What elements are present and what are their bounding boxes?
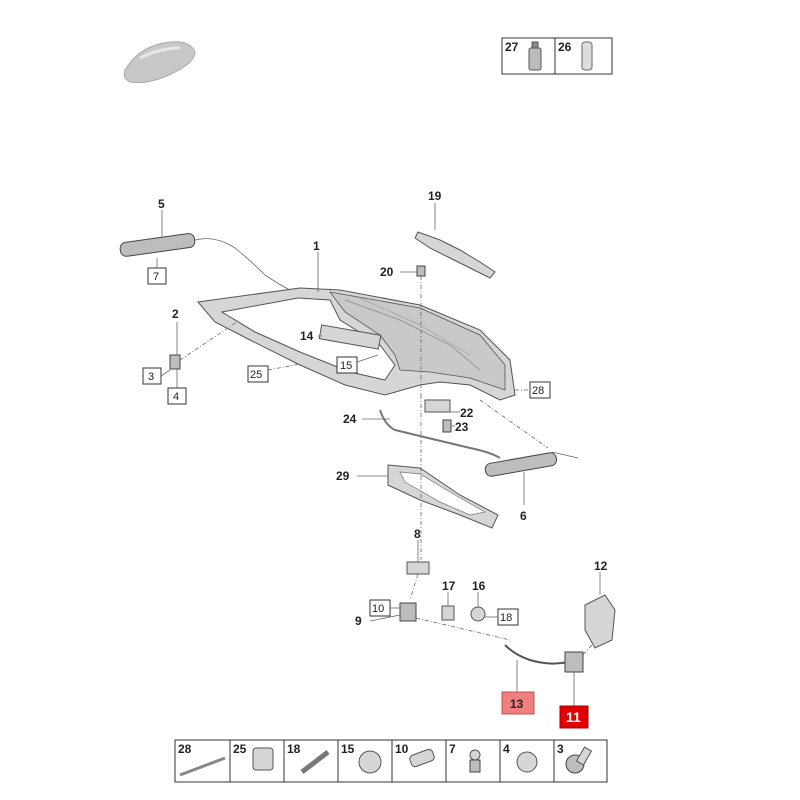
legend-3-bolt-icon (565, 746, 593, 774)
callout-20: 20 (380, 265, 394, 279)
part-2-hinge[interactable] (169, 354, 181, 370)
part-11-actuator[interactable] (564, 651, 584, 673)
callout-3: 3 (148, 371, 154, 383)
part-6-strut[interactable] (484, 451, 579, 477)
legend-25-clip-icon (252, 747, 274, 771)
callout-4: 4 (173, 391, 179, 403)
legend-15-label: 15 (341, 742, 355, 756)
tube-icon (581, 41, 593, 71)
callout-25: 25 (250, 369, 262, 381)
callout-8: 8 (414, 527, 421, 541)
legend-4-label: 4 (503, 742, 510, 756)
callout-22: 22 (460, 406, 474, 420)
callout-29: 29 (336, 469, 350, 483)
legend-18-bolt-icon (300, 750, 330, 774)
legend-15-nut-icon (358, 750, 382, 774)
part-29-pad[interactable] (387, 464, 499, 529)
callout-9: 9 (355, 614, 362, 628)
legend-7-label: 7 (449, 742, 456, 756)
callout-12: 12 (594, 559, 608, 573)
bottom-legend: 28 25 18 15 10 7 4 3 (174, 739, 608, 783)
callout-7: 7 (153, 271, 159, 283)
callout-16: 16 (472, 579, 486, 593)
part-24-seal[interactable] (379, 409, 501, 459)
part-16-nut[interactable] (470, 606, 486, 622)
legend-7-pin-icon (469, 749, 481, 773)
legend-4-washer-icon (516, 751, 538, 773)
part-8-bracket[interactable] (406, 561, 430, 575)
part-5-strut[interactable] (119, 233, 291, 291)
callout-19: 19 (428, 189, 442, 203)
callout-1: 1 (313, 239, 320, 253)
callout-11: 11 (566, 709, 581, 725)
spray-can-icon (528, 41, 542, 71)
callout-11-highlight (559, 705, 589, 729)
callout-5: 5 (158, 197, 165, 211)
callout-23: 23 (455, 420, 469, 434)
callout-10: 10 (372, 603, 384, 615)
legend-28-strip-icon (179, 756, 226, 777)
car-thumbnail-icon[interactable] (123, 41, 196, 83)
part-12-control-unit[interactable] (584, 594, 616, 649)
legend-10-screw-icon (409, 748, 435, 768)
legend-18-label: 18 (287, 742, 301, 756)
callout-14: 14 (300, 329, 314, 343)
part-20-clip[interactable] (416, 265, 426, 277)
legend-3-label: 3 (557, 742, 564, 756)
callout-6: 6 (520, 509, 527, 523)
callout-15: 15 (340, 360, 352, 372)
legend-item-26-label: 26 (558, 40, 572, 54)
callout-13: 13 (510, 697, 524, 711)
top-legend: 27 26 (501, 37, 613, 75)
legend-10-label: 10 (395, 742, 409, 756)
callout-17: 17 (442, 579, 456, 593)
legend-item-27-label: 27 (505, 40, 519, 54)
part-17-grommet[interactable] (441, 605, 455, 621)
legend-25-label: 25 (233, 742, 247, 756)
callout-24: 24 (343, 412, 357, 426)
part-14-striker[interactable] (318, 324, 382, 350)
part-13-cable[interactable] (504, 644, 569, 665)
callout-18: 18 (500, 612, 512, 624)
callout-2: 2 (172, 307, 179, 321)
callout-28: 28 (532, 385, 544, 397)
callout-13-highlight (501, 691, 535, 715)
part-19-bracket[interactable] (414, 231, 496, 279)
part-22-latch[interactable] (424, 399, 452, 433)
part-9-lock[interactable] (399, 602, 417, 622)
legend-28-label: 28 (178, 742, 192, 756)
